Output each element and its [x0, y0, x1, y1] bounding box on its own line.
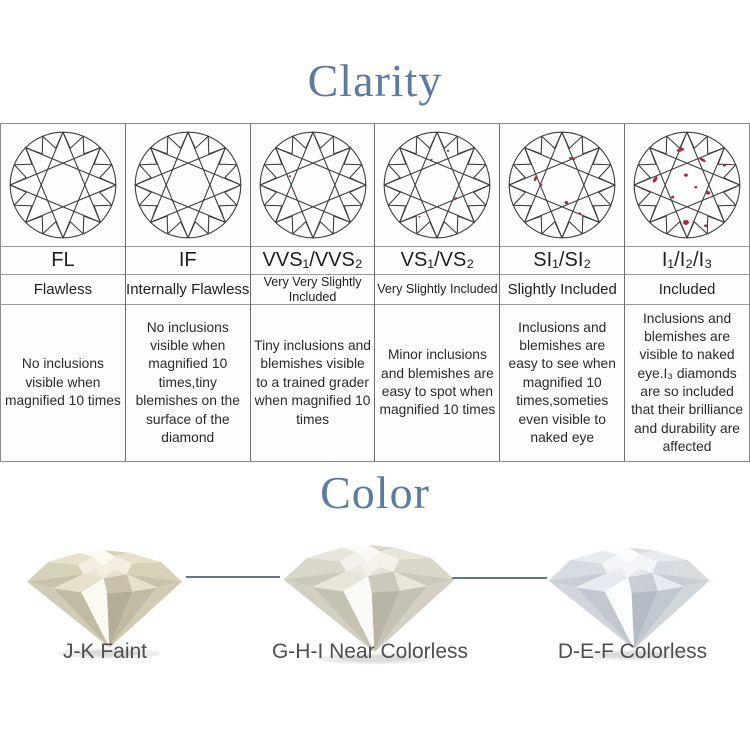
grade-description: No inclusions visible when magnified 10 …	[5, 356, 121, 409]
color-grade-label-ghi: G-H-I Near Colorless	[271, 640, 469, 663]
clarity-column-vs: VS₁/VS₂ Very Slightly Included Minor inc…	[375, 124, 501, 461]
diamond-topview-icon	[1, 124, 125, 247]
grade-description: Inclusions and blemishes are visible to …	[631, 310, 744, 455]
grade-description: Minor inclusions and blemishes are easy …	[379, 347, 496, 418]
grade-description: Inclusions and blemishes are easy to see…	[508, 319, 616, 445]
diamond-topview-icon	[625, 124, 749, 247]
clarity-column-fl: FL Flawless No inclusions visible when m…	[1, 124, 126, 461]
inclusion-specks	[534, 157, 582, 215]
grade-name: Included	[625, 275, 749, 305]
grade-name: Flawless	[1, 275, 125, 305]
clarity-column-vvs: VVS₁/VVS₂ Very Very Slightly Included Ti…	[250, 124, 376, 461]
grade-name: Very Slightly Included	[375, 275, 500, 305]
clarity-column-i: I₁/I₂/I₃ Included Inclusions and blemish…	[625, 124, 749, 461]
diamond-topview-icon	[125, 124, 250, 247]
grade-label: IF	[125, 247, 250, 275]
color-grade-label-jk: J-K Faint	[62, 640, 148, 663]
grade-name: Very Very Slightly Included	[250, 275, 375, 305]
grade-name: Internally Flawless	[125, 275, 250, 305]
grade-label: SI₁/SI₂	[500, 247, 625, 275]
diamond-topview-icon	[500, 124, 625, 247]
grade-description: Tiny inclusions and blemishes visible to…	[254, 338, 371, 427]
clarity-table: FL Flawless No inclusions visible when m…	[0, 123, 750, 462]
grade-description: No inclusions visible when magnified 10 …	[135, 319, 240, 445]
inclusion-specks	[652, 147, 727, 228]
inclusion-specks	[418, 149, 458, 218]
clarity-column-si: SI₁/SI₂ Slightly Included Inclusions and…	[500, 124, 626, 461]
connector-line	[186, 576, 280, 578]
clarity-section-title: Clarity	[307, 55, 443, 106]
diamond-topview-icon	[250, 124, 375, 247]
inclusion-specks	[288, 175, 291, 178]
grade-label: FL	[1, 247, 125, 275]
color-section-title: Color	[320, 467, 430, 518]
diamond-topview-icon	[375, 124, 500, 247]
grade-label: I₁/I₂/I₃	[625, 247, 749, 275]
connector-line	[452, 577, 547, 579]
grade-label: VS₁/VS₂	[375, 247, 500, 275]
grade-name: Slightly Included	[500, 275, 625, 305]
color-grade-label-def: D-E-F Colorless	[557, 640, 708, 663]
grade-label: VVS₁/VVS₂	[250, 247, 375, 275]
clarity-column-if: IF Internally Flawless No inclusions vis…	[125, 124, 251, 461]
